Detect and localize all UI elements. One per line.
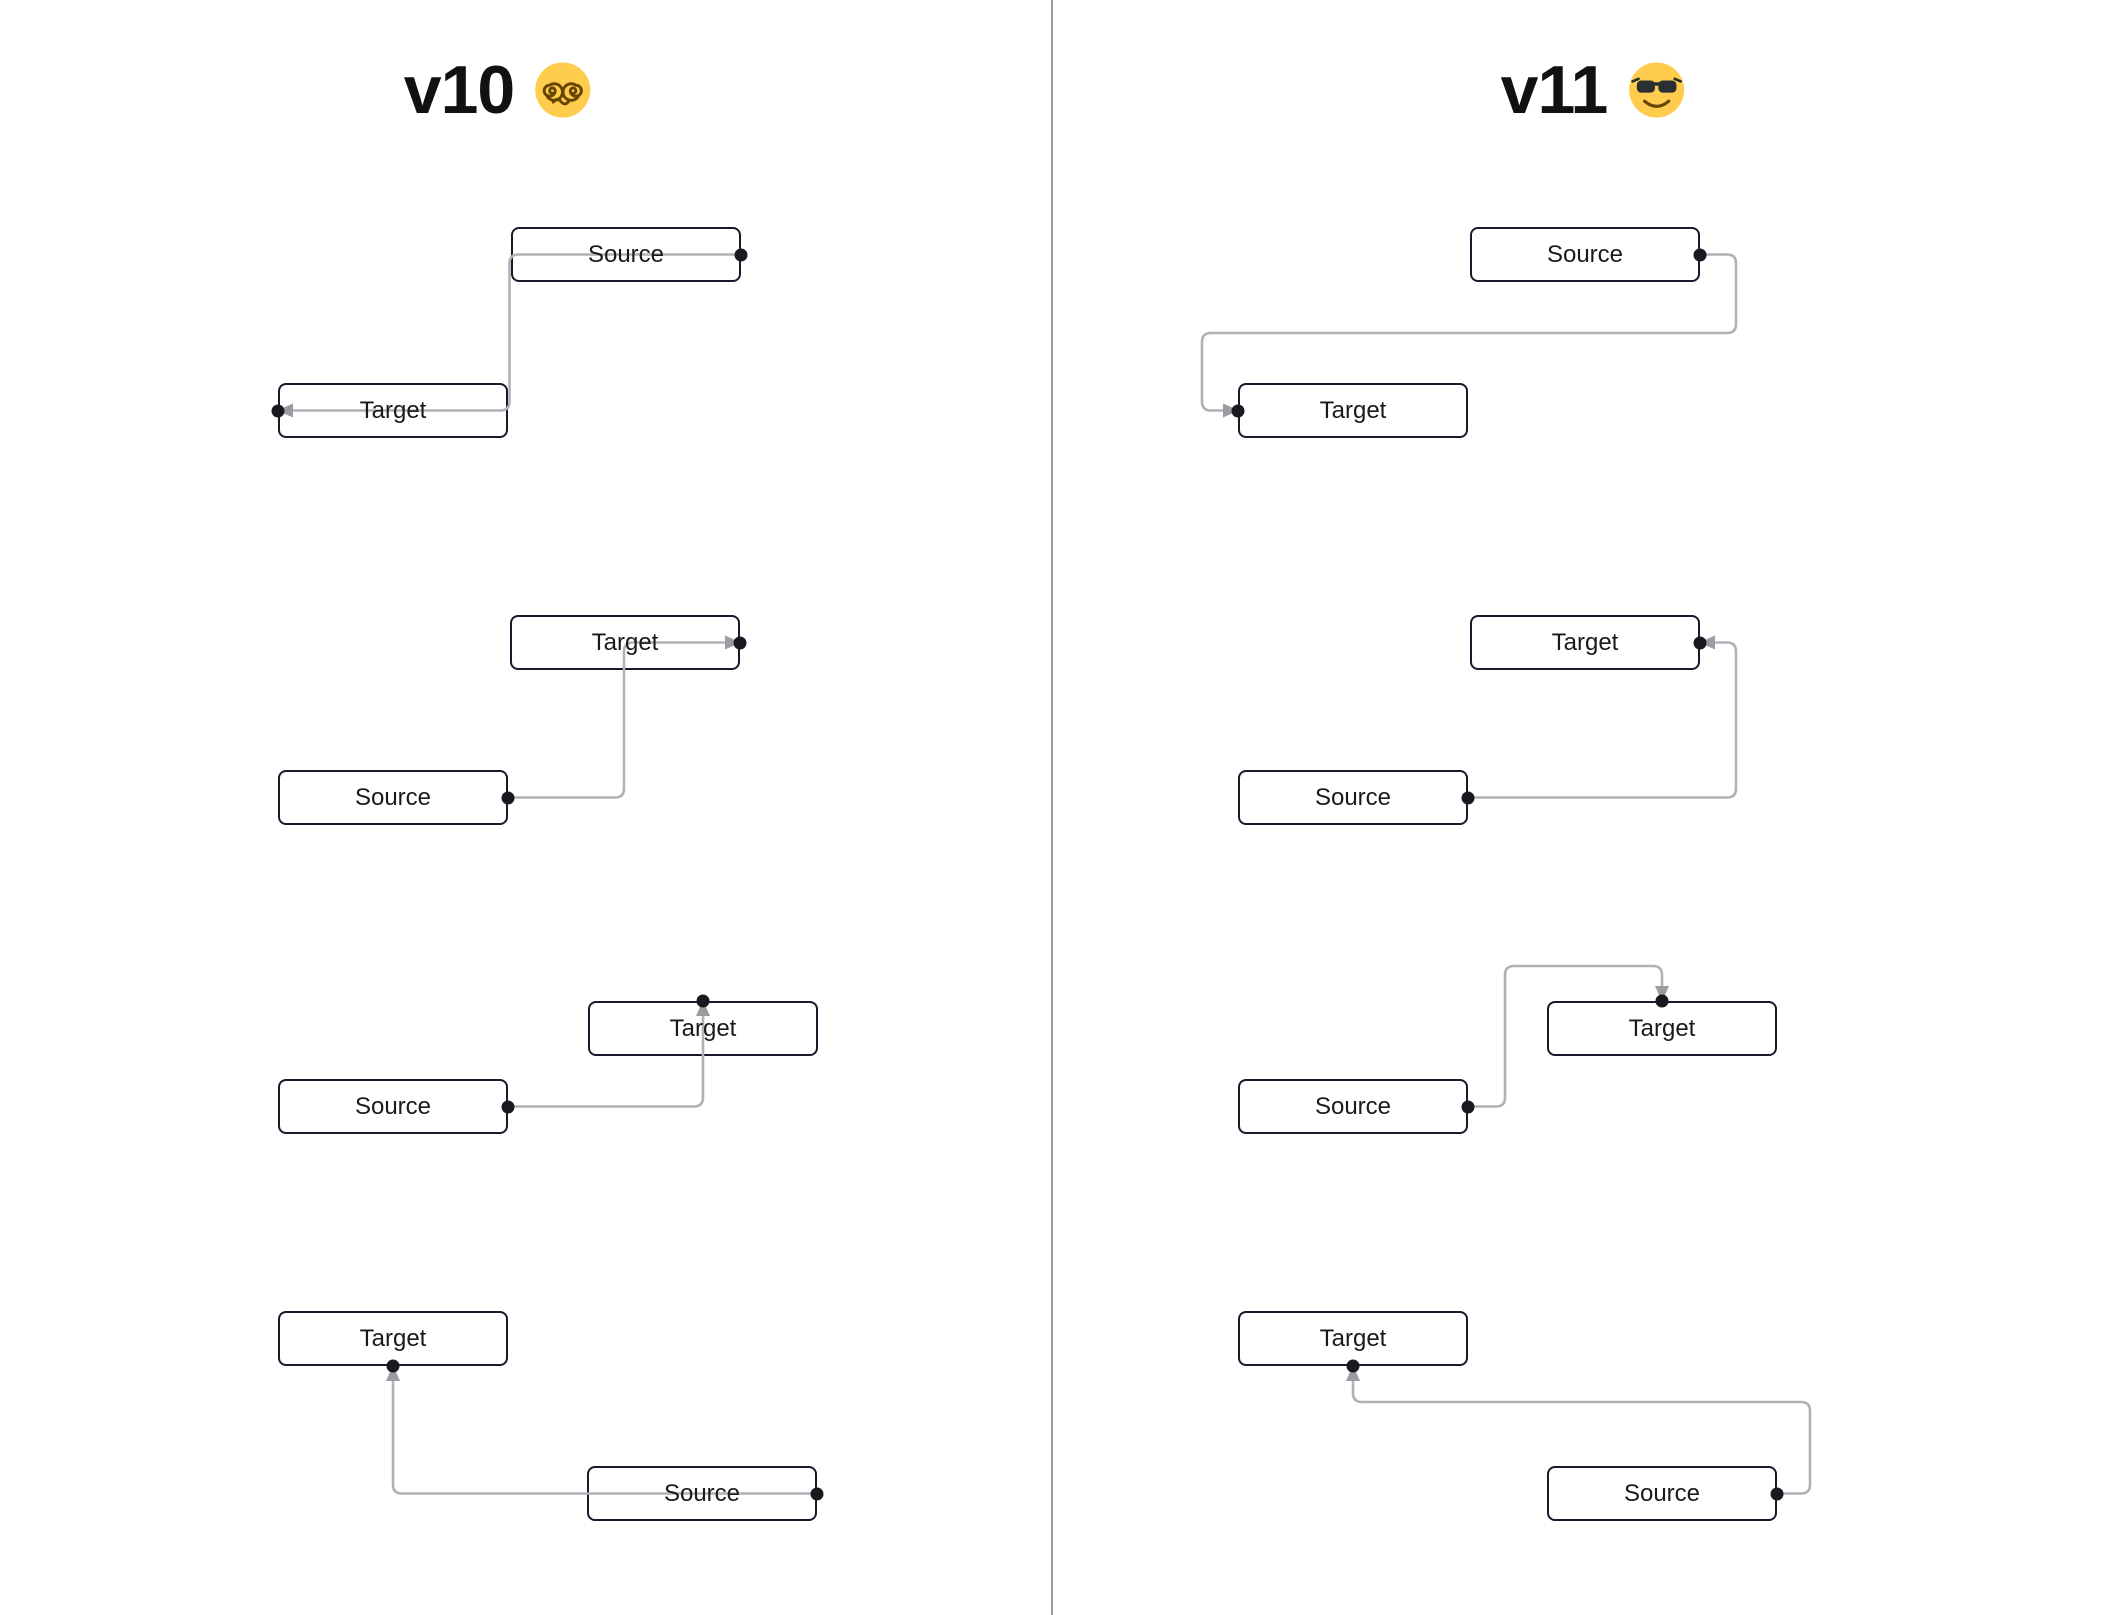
target-handle-left[interactable] — [1231, 404, 1245, 417]
target-handle-bottom[interactable] — [1346, 1359, 1360, 1373]
source-handle-right[interactable] — [1770, 1487, 1784, 1500]
source-node[interactable] — [1238, 770, 1468, 825]
flow-edge[interactable] — [1468, 635, 1738, 799]
source-handle-right[interactable] — [734, 248, 748, 261]
source-node[interactable] — [278, 770, 508, 825]
target-handle-top[interactable] — [1655, 994, 1669, 1008]
column-title-v10: v10 — [404, 56, 594, 124]
source-node[interactable] — [1238, 1079, 1468, 1134]
source-handle-right[interactable] — [501, 791, 515, 804]
version-label: v11 — [1500, 52, 1609, 128]
column-divider — [1051, 0, 1053, 1615]
target-node[interactable] — [278, 1311, 508, 1366]
target-handle-bottom[interactable] — [386, 1359, 400, 1373]
sunglasses-face-emoji — [1625, 59, 1687, 121]
dizzy-face-emoji — [532, 59, 594, 121]
target-handle-left[interactable] — [271, 404, 285, 417]
target-node[interactable] — [1238, 1311, 1468, 1366]
source-handle-right[interactable] — [810, 1487, 824, 1500]
source-handle-right[interactable] — [1461, 1100, 1475, 1113]
target-handle-right[interactable] — [1693, 636, 1707, 649]
source-handle-right[interactable] — [1461, 791, 1475, 804]
source-handle-right[interactable] — [1693, 248, 1707, 261]
target-node[interactable] — [1238, 383, 1468, 438]
target-handle-top[interactable] — [696, 994, 710, 1008]
flow-edge[interactable] — [277, 253, 741, 418]
target-node[interactable] — [1470, 615, 1700, 670]
flow-edge[interactable] — [1346, 1365, 1812, 1495]
column-title-v11: v11 — [1501, 56, 1688, 124]
version-label: v10 — [403, 52, 515, 128]
flow-edge[interactable] — [508, 635, 741, 799]
flow-edge[interactable] — [1200, 253, 1738, 418]
flow-edge[interactable] — [508, 1000, 710, 1108]
flow-edge[interactable] — [386, 1365, 817, 1495]
flow-edge[interactable] — [1468, 964, 1669, 1108]
target-handle-right[interactable] — [733, 636, 747, 649]
source-handle-right[interactable] — [501, 1100, 515, 1113]
target-node[interactable] — [1547, 1001, 1777, 1056]
source-node[interactable] — [1547, 1466, 1777, 1521]
source-node[interactable] — [278, 1079, 508, 1134]
source-node[interactable] — [1470, 227, 1700, 282]
